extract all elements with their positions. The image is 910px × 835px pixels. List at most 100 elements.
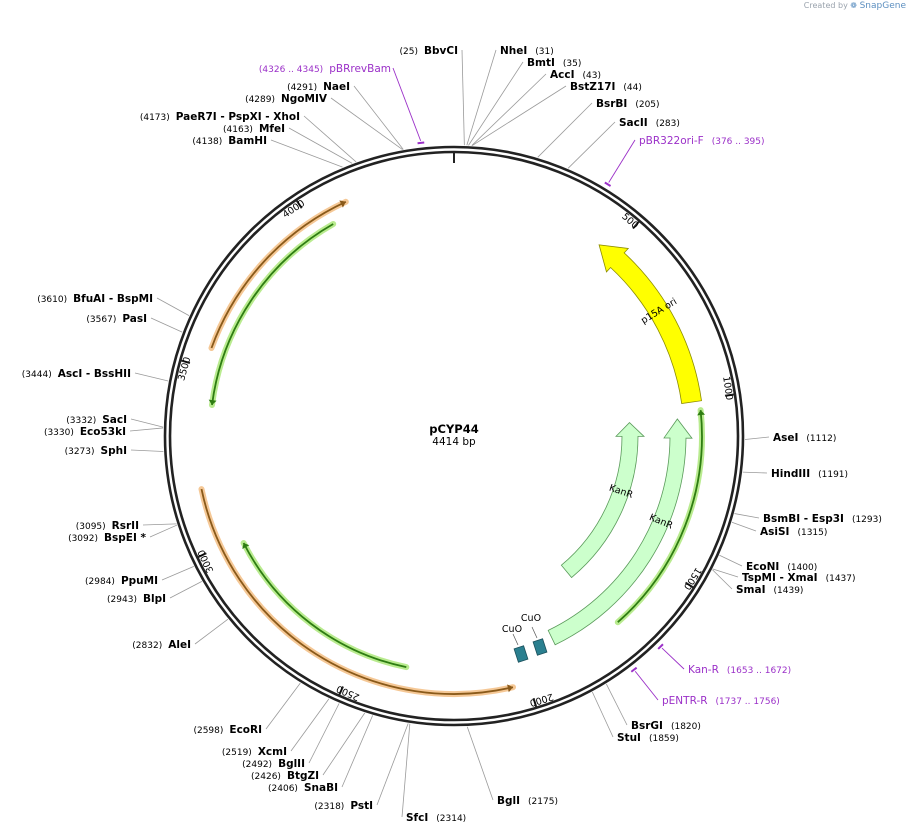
enzyme-bmti-position: (35) (563, 59, 581, 69)
enzyme-tspmi-xmai-position: (1437) (826, 574, 856, 584)
leader-line (742, 471, 768, 474)
tick-label: 2500 (335, 683, 362, 703)
primer-pentr-r: pENTR-R (1737 .. 1756) (630, 666, 780, 707)
enzyme-sacii-position: (283) (656, 119, 680, 129)
enzyme-btgzi-position: (2426) (251, 772, 281, 782)
enzyme-asisi: AsiSI (1315) (760, 526, 827, 538)
orf-lower-left-2 (240, 540, 410, 671)
leader-line (471, 85, 567, 146)
leader-line (605, 683, 628, 726)
enzyme-hindiii: HindIII (1191) (771, 468, 848, 480)
primer-pbrrevbam: pBRrevBam(4326 .. 4345) (259, 63, 425, 145)
leader-line (134, 372, 169, 382)
leader-line (468, 61, 524, 146)
enzyme-bsmbi-esp3i: BsmBI - Esp3I(1293) (763, 513, 882, 525)
enzyme-bmti: BmtI(35) (527, 57, 581, 69)
leader-line (149, 524, 178, 538)
primer-pbr322ori-f-text-name: pBR322ori-F (639, 135, 704, 147)
leader-line (142, 523, 177, 526)
enzyme-tspmi-xmai-name: TspMI - XmaI (742, 572, 818, 584)
leader-line (376, 723, 409, 806)
enzyme-bspei-name: BspEI * (104, 532, 147, 544)
primer-mark (657, 643, 664, 650)
enzyme-psti-name: PstI (350, 800, 373, 812)
enzyme-ngomiv: NgoMIV(4289) (245, 93, 328, 105)
tick-mark (724, 393, 735, 397)
primer-pentr-r-text-name: pENTR-R (662, 695, 708, 707)
leader-line (591, 691, 614, 738)
enzyme-sphi-position: (3273) (65, 447, 95, 457)
enzyme-saci-name: SacI (102, 414, 127, 426)
cuo-operator-1: CuO (502, 624, 529, 663)
enzyme-rsrii: RsrII(3095) (76, 520, 139, 532)
enzyme-bamhi-name: BamHI (228, 135, 267, 147)
primer-leader (661, 647, 685, 670)
enzyme-asisi-name: AsiSI (760, 526, 789, 538)
orf-line (242, 542, 407, 668)
enzyme-bfuai-bspmi: BfuAI - BspMI(3610) (37, 293, 153, 305)
plasmid-name: pCYP44 (429, 422, 478, 436)
cuo-label: CuO (521, 613, 541, 624)
cut-site-labels: BbvCI(25)NheI(31)BmtI(35)AccI(43)BstZ17I… (22, 45, 882, 824)
enzyme-ngomiv-position: (4289) (245, 95, 275, 105)
enzyme-paer7i-pspxi-xhoi-position: (4173) (140, 113, 170, 123)
leader-line (169, 581, 203, 599)
snapgene-credit: Created by ❁ SnapGene (804, 1, 906, 11)
enzyme-ecori: EcoRI(2598) (193, 724, 262, 736)
tick-label: 2000 (528, 691, 554, 709)
kanr-middle-arrow (547, 418, 693, 646)
enzyme-hindiii-name: HindIII (771, 468, 810, 480)
leader-line (466, 726, 494, 801)
orf-top-left (208, 198, 349, 351)
tick-mark (180, 359, 191, 364)
leader-line (130, 449, 164, 452)
primer-pentr-r-text-position: (1737 .. 1756) (716, 697, 780, 707)
orf-arrowhead (242, 542, 250, 550)
leader-line (308, 703, 340, 764)
enzyme-alei-position: (2832) (132, 641, 162, 651)
kanr-inner-arrow (560, 422, 646, 579)
leader-line (129, 427, 164, 432)
enzyme-bglii-name: BglII (278, 758, 305, 770)
leader-line (744, 436, 770, 440)
enzyme-psti: PstI(2318) (314, 800, 373, 812)
enzyme-bsmbi-esp3i-position: (1293) (852, 515, 882, 525)
enzyme-bfuai-bspmi-position: (3610) (37, 295, 67, 305)
enzyme-bamhi: BamHI(4138) (192, 135, 267, 147)
enzyme-econi: EcoNI(1400) (746, 561, 817, 573)
enzyme-ecori-position: (2598) (193, 726, 223, 736)
enzyme-bbvci: BbvCI(25) (400, 45, 458, 57)
leader-line (734, 513, 760, 519)
enzyme-btgzi: BtgZI(2426) (251, 770, 319, 782)
leader-line (537, 102, 593, 158)
tick-mark (684, 581, 694, 589)
enzyme-eco53ki-name: Eco53kI (80, 426, 126, 438)
enzyme-asisi-position: (1315) (797, 528, 827, 538)
enzyme-asei-name: AseI (773, 432, 798, 444)
enzyme-asei-position: (1112) (806, 434, 836, 444)
enzyme-bsrbi-position: (205) (635, 100, 659, 110)
enzyme-bspei: BspEI *(3092) (68, 532, 146, 544)
enzyme-stui-position: (1859) (649, 734, 679, 744)
tick-label: 1000 (720, 376, 734, 402)
tick-label: 500 (619, 211, 640, 231)
plasmid-center: pCYP44 4414 bp (429, 422, 478, 448)
enzyme-ppumi: PpuMI(2984) (85, 575, 158, 587)
orf-lower-left (198, 486, 516, 697)
leader-line (270, 139, 343, 168)
leader-line (330, 97, 403, 150)
tick-mark (632, 221, 640, 230)
enzyme-nhei: NheI(31) (500, 45, 554, 57)
orf-halo (240, 540, 410, 671)
enzyme-asci-bsshii: AscI - BssHII(3444) (22, 368, 131, 380)
leader-line (290, 698, 330, 752)
enzyme-sfci-position: (2314) (436, 814, 466, 824)
enzyme-paer7i-pspxi-xhoi-name: PaeR7I - PspXI - XhoI (176, 111, 300, 123)
p15a-ori-arrow (598, 244, 702, 404)
enzyme-mfei-name: MfeI (259, 123, 285, 135)
cuo-leader (531, 626, 538, 639)
enzyme-snabi-name: SnaBI (304, 782, 338, 794)
leader-line (567, 121, 616, 169)
enzyme-hindiii-position: (1191) (818, 470, 848, 480)
enzyme-pasi-position: (3567) (86, 315, 116, 325)
